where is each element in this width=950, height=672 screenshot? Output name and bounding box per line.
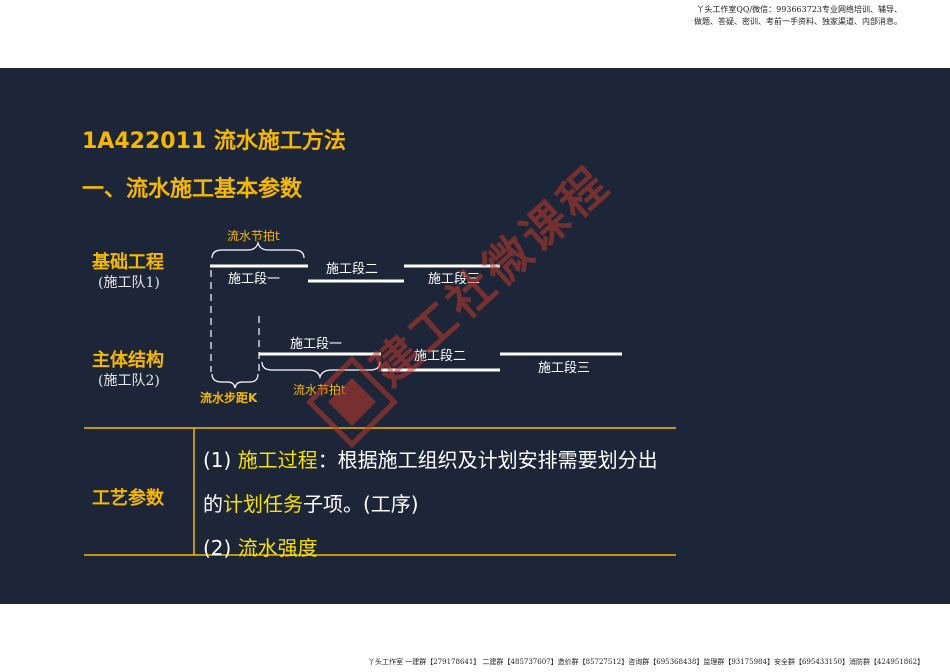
row-sub-foundation: (施工队1) <box>98 275 160 291</box>
beat-brace-bottom <box>261 361 381 380</box>
param-term-intensity: 流水强度 <box>237 536 318 560</box>
beat-label-top: 流水节拍t <box>227 228 280 243</box>
param-item-1: (1) 施工过程：根据施工组织及计划安排需要划分出的计划任务子项。(工序) <box>203 438 673 526</box>
watermark-text: 建工社微课程 <box>361 155 620 396</box>
slide <box>0 68 950 604</box>
top-note: 丫头工作室QQ/微信：993663723专业网络培训、辅导、 做题、答疑、密训、… <box>602 4 902 28</box>
top-note-line2: 做题、答疑、密训、考前一手资料、独家渠道、内部消息。 <box>694 17 902 26</box>
param-body: (1) 施工过程：根据施工组织及计划安排需要划分出的计划任务子项。(工序) (2… <box>203 438 673 570</box>
seg-r2-s1: 施工段一 <box>290 337 342 352</box>
slide-subtitle: 一、流水施工基本参数 <box>82 177 303 202</box>
seg-r1-s3: 施工段三 <box>428 272 480 287</box>
param-item-2-prefix: (2) <box>203 536 238 560</box>
row-label-structure: 主体结构 <box>92 350 164 371</box>
seg-r1-s2: 施工段二 <box>326 262 378 277</box>
watermark-logo: 建工社微课程 <box>306 155 620 448</box>
step-brace <box>211 373 259 389</box>
slide-title: 1A422011 流水施工方法 <box>82 129 346 154</box>
row-sub-structure: (施工队2) <box>98 373 160 389</box>
seg-r2-s2: 施工段二 <box>414 349 466 364</box>
param-label: 工艺参数 <box>92 488 164 509</box>
param-item-1-rest: ：根据施工组织及计划安排需要划分出的 <box>203 448 658 516</box>
seg-r1-s1: 施工段一 <box>228 272 280 287</box>
bottom-note: 丫头工作室 一建群【279178641】 二建群【485737607】造价群【8… <box>368 658 925 666</box>
beat-brace-top <box>211 240 305 259</box>
row-label-foundation: 基础工程 <box>92 252 164 273</box>
param-item-1-prefix: (1) <box>203 448 238 472</box>
param-item-1-end: 子项。(工序) <box>303 492 419 516</box>
step-label: 流水步距K <box>200 390 258 405</box>
param-term-process: 施工过程 <box>237 448 318 472</box>
param-item-2: (2) 流水强度 <box>203 526 673 570</box>
top-note-line1: 丫头工作室QQ/微信：993663723专业网络培训、辅导、 <box>696 5 902 14</box>
seg-r2-s3: 施工段三 <box>538 361 590 376</box>
param-term-task: 计划任务 <box>223 492 303 516</box>
